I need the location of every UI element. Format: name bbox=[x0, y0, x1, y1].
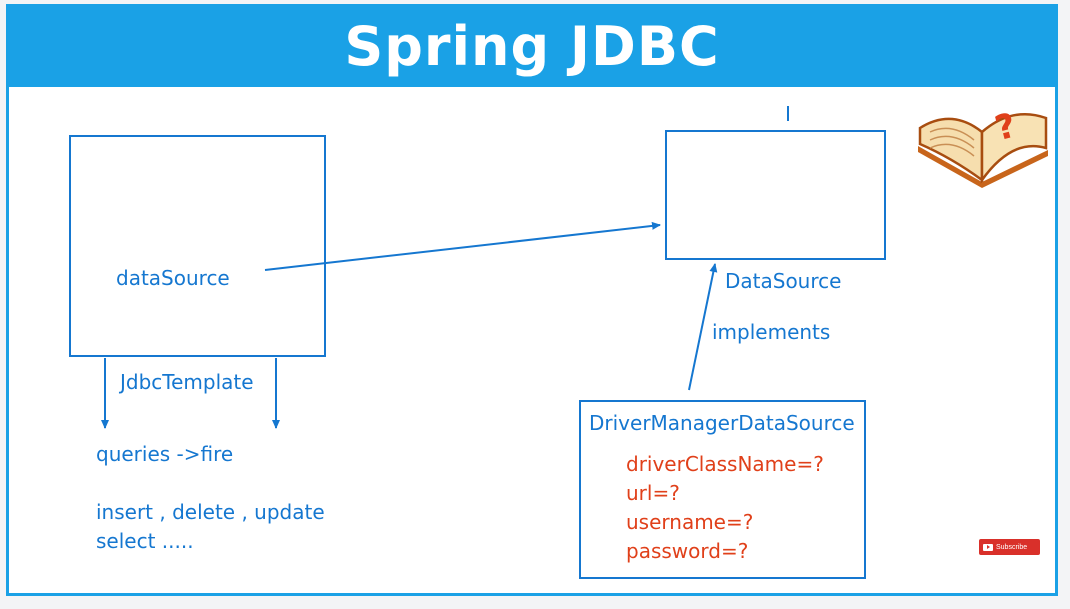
prop-url: url=? bbox=[626, 481, 680, 505]
text-cursor-mark bbox=[787, 106, 789, 121]
slide-title: Spring JDBC bbox=[344, 14, 720, 78]
youtube-play-icon bbox=[983, 543, 993, 551]
slide: Spring JDBC bbox=[6, 4, 1058, 596]
datasource-interface-box bbox=[665, 130, 886, 260]
impl-box-title: DriverManagerDataSource bbox=[589, 411, 855, 435]
subscribe-button[interactable]: Subscribe bbox=[979, 539, 1040, 555]
arrow-datasource-reference bbox=[264, 221, 661, 271]
question-book-icon: ? bbox=[918, 105, 1048, 188]
prop-driver-class-name: driverClassName=? bbox=[626, 452, 824, 476]
driver-manager-datasource-box bbox=[579, 400, 866, 579]
implements-label: implements bbox=[712, 320, 831, 344]
datasource-property-label: dataSource bbox=[116, 266, 230, 290]
datasource-interface-caption: DataSource bbox=[725, 269, 842, 293]
title-bar: Spring JDBC bbox=[9, 7, 1055, 87]
operations-line-1: insert , delete , update bbox=[96, 500, 325, 524]
queries-text: queries ->fire bbox=[96, 442, 234, 466]
jdbc-template-box bbox=[69, 135, 326, 357]
prop-username: username=? bbox=[626, 510, 754, 534]
operations-line-2: select ..... bbox=[96, 529, 194, 553]
prop-password: password=? bbox=[626, 539, 749, 563]
subscribe-label: Subscribe bbox=[996, 543, 1028, 551]
jdbc-template-caption: JdbcTemplate bbox=[120, 370, 254, 394]
arrow-implements bbox=[688, 263, 718, 391]
